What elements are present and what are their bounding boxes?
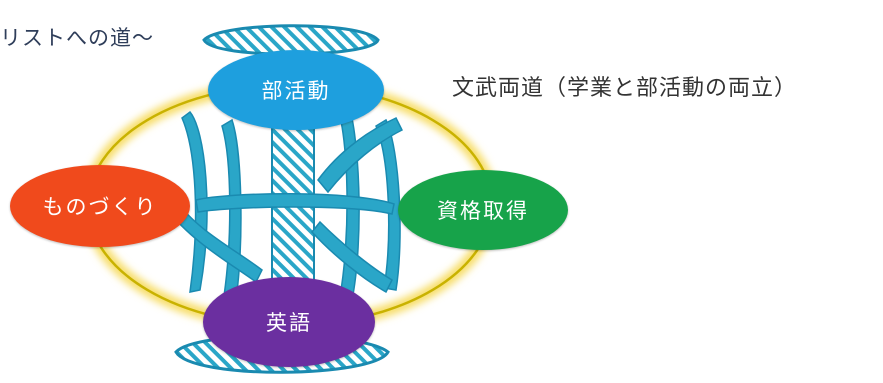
- emblem-top-cap: [202, 24, 380, 56]
- node-monozukuri: ものづくり: [10, 165, 190, 247]
- emblem-right-lower-arm: [311, 220, 393, 294]
- node-certification: 資格取得: [398, 170, 568, 250]
- emblem-left-inner-stroke: [221, 118, 242, 301]
- emblem-left-stroke: [181, 110, 208, 293]
- node-club-activities: 部活動: [208, 50, 384, 130]
- subtitle-text: リストへの道〜: [0, 26, 154, 50]
- emblem-right-inner-stroke: [375, 118, 401, 291]
- emblem-right-arm: [317, 117, 404, 194]
- emblem-crossbar: [195, 192, 395, 215]
- node-english: 英語: [203, 277, 375, 367]
- side-note-text: 文武両道（学業と部活動の両立）: [452, 76, 798, 101]
